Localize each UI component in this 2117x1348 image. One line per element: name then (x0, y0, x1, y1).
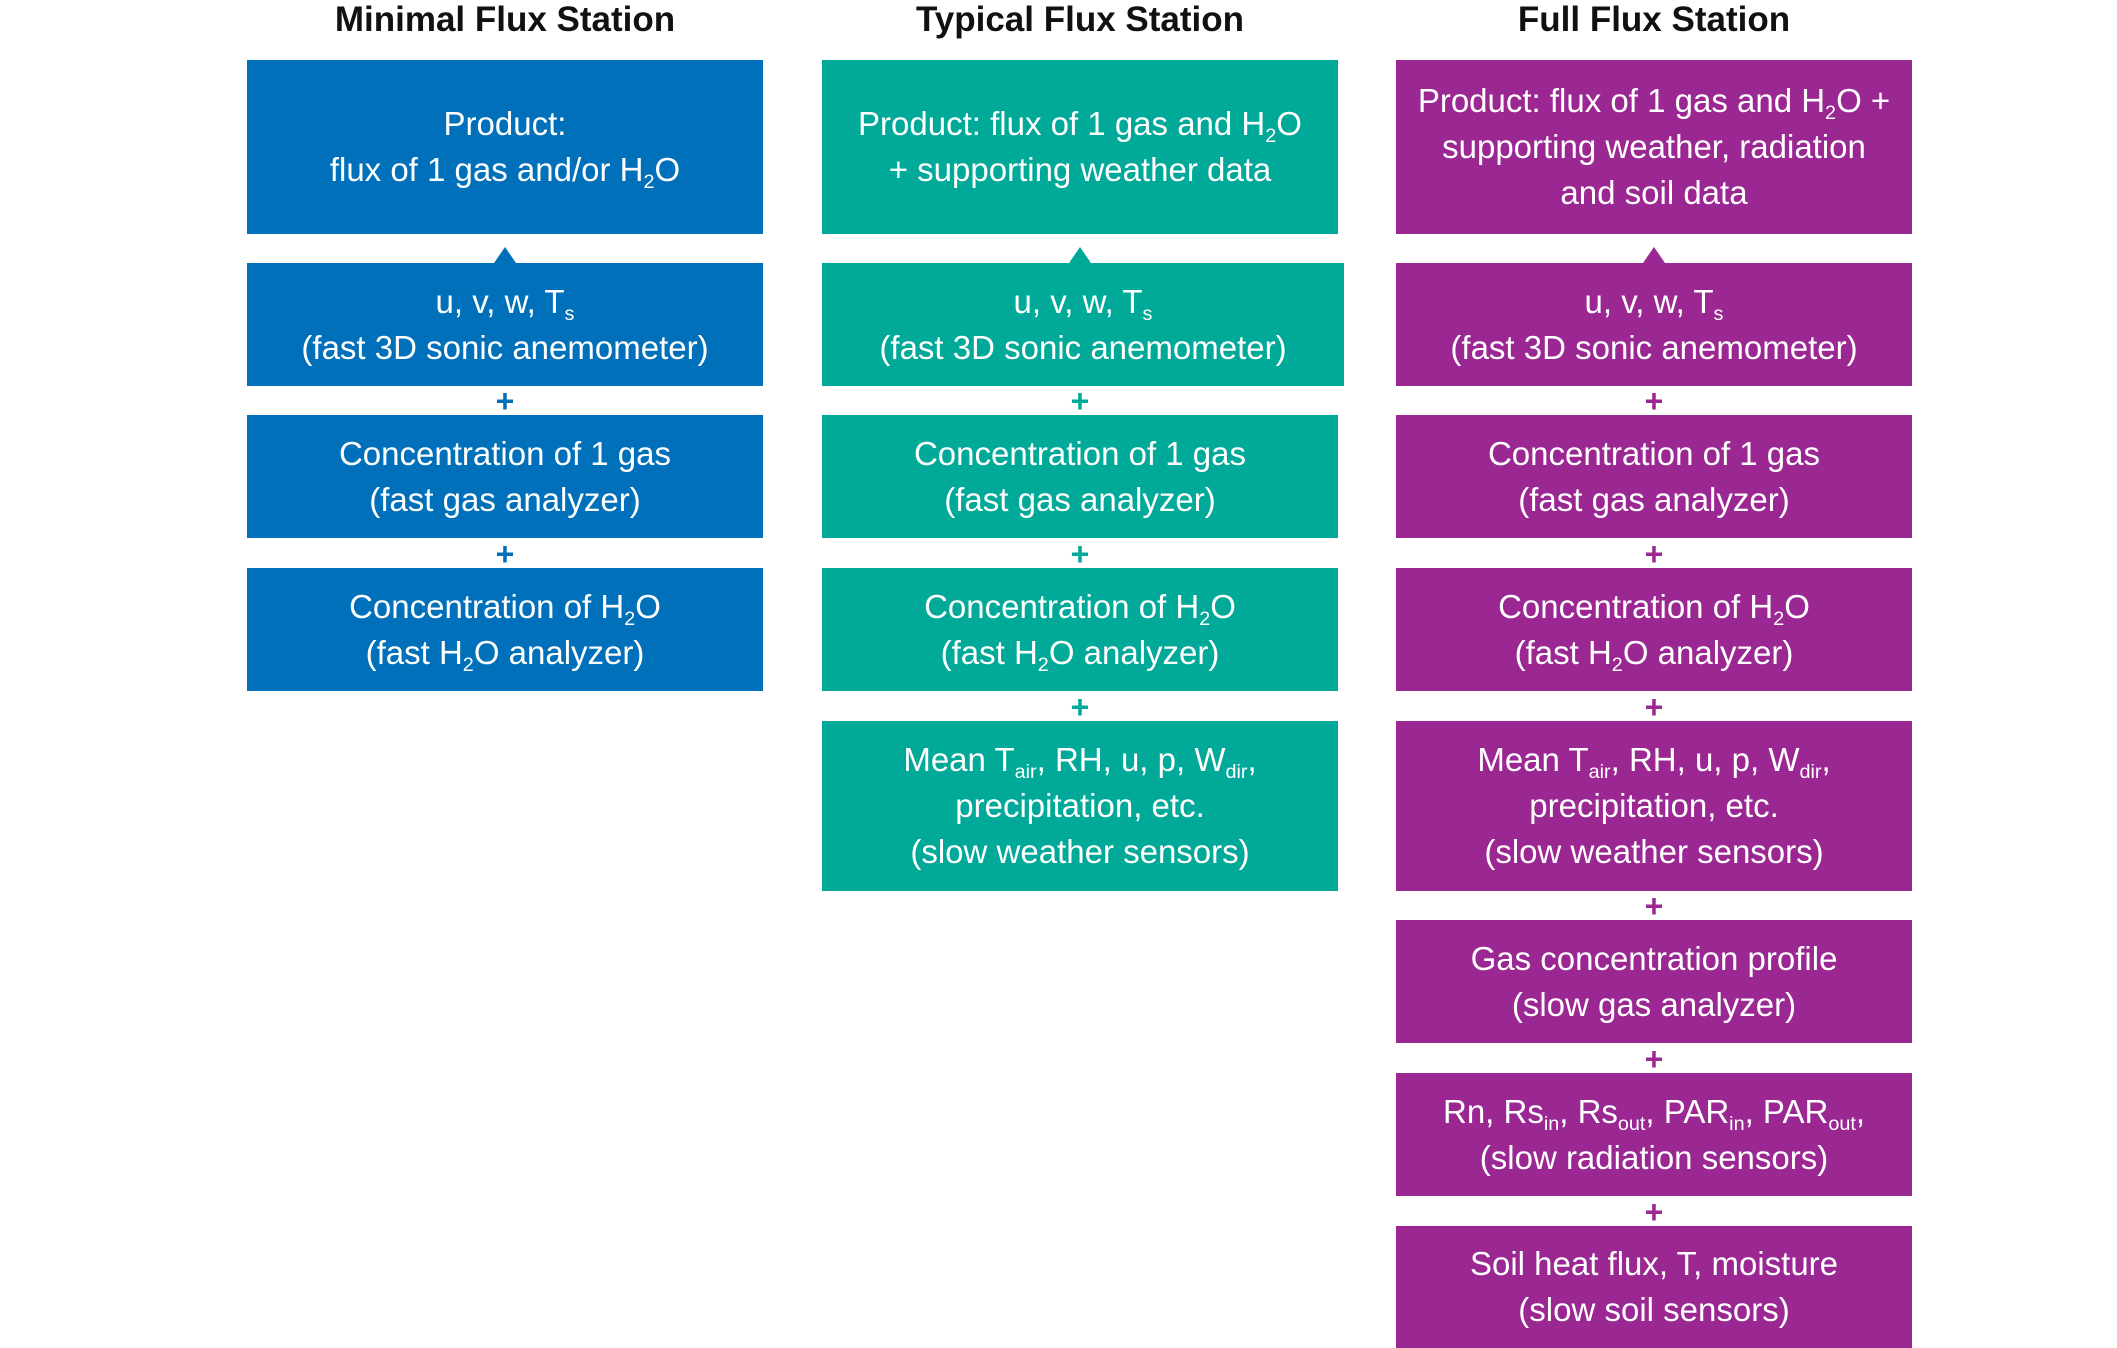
minimal-product-box: Product: flux of 1 gas and/or H2O (247, 60, 763, 234)
minimal-gas-box: Concentration of 1 gas (fast gas analyze… (247, 415, 763, 538)
plus-icon: + (1070, 689, 1090, 725)
profile-instrument: (slow gas analyzer) (1511, 985, 1797, 1023)
weather-instrument: (slow weather sensors) (1484, 833, 1824, 870)
minimal-h2o-box: Concentration of H2O (fast H2O analyzer) (247, 568, 763, 691)
minimal-station-title: Minimal Flux Station (334, 0, 676, 39)
plus-icon: + (495, 536, 515, 572)
full-soil-box: Soil heat flux, T, moisture (slow soil s… (1396, 1226, 1912, 1348)
gas-measurement: Concentration of 1 gas (338, 434, 672, 472)
full-weather-box: Mean Tair, RH, u, p, Wdir, precipitation… (1396, 721, 1912, 891)
gas-measurement: Concentration of 1 gas (1487, 434, 1821, 472)
plus-icon: + (1070, 536, 1090, 572)
radiation-variables: Rn, Rsin, Rsout, PARin, PARout, (1442, 1092, 1865, 1135)
typical-product-box: Product: flux of 1 gas and H2O + support… (822, 60, 1338, 234)
sonic-instrument: (fast 3D sonic anemometer) (1450, 328, 1858, 366)
up-arrow-icon (494, 247, 516, 263)
plus-icon: + (1644, 1041, 1664, 1077)
full-sonic-box: u, v, w, Ts (fast 3D sonic anemometer) (1396, 263, 1912, 386)
weather-variables: Mean Tair, RH, u, p, Wdir, (903, 741, 1257, 783)
plus-icon: + (495, 383, 515, 419)
full-station-title: Full Flux Station (1517, 0, 1791, 39)
profile-measurement: Gas concentration profile (1470, 939, 1838, 977)
h2o-measurement: Concentration of H2O (924, 587, 1236, 630)
h2o-instrument: (fast H2O analyzer) (940, 633, 1220, 676)
plus-icon: + (1644, 1194, 1664, 1230)
sonic-variables: u, v, w, Ts (435, 282, 575, 325)
gas-instrument: (fast gas analyzer) (369, 480, 641, 518)
typical-sonic-box: u, v, w, Ts (fast 3D sonic anemometer) (822, 263, 1344, 386)
product-line-1: Product: (443, 105, 567, 142)
product-line-2: supporting weather, radiation (1442, 128, 1866, 165)
product-line-1: Product: flux of 1 gas and H2O (858, 105, 1302, 147)
h2o-instrument: (fast H2O analyzer) (365, 633, 645, 676)
typical-h2o-box: Concentration of H2O (fast H2O analyzer) (822, 568, 1338, 691)
product-line-2: flux of 1 gas and/or H2O (329, 151, 681, 193)
up-arrow-icon (1643, 247, 1665, 263)
full-profile-box: Gas concentration profile (slow gas anal… (1396, 920, 1912, 1043)
soil-measurement: Soil heat flux, T, moisture (1469, 1245, 1839, 1282)
gas-measurement: Concentration of 1 gas (913, 434, 1247, 472)
up-arrow-icon (1069, 247, 1091, 263)
h2o-measurement: Concentration of H2O (349, 587, 661, 630)
sonic-instrument: (fast 3D sonic anemometer) (879, 328, 1287, 366)
product-line-1: Product: flux of 1 gas and H2O + (1417, 82, 1891, 124)
weather-instrument: (slow weather sensors) (910, 833, 1250, 870)
h2o-measurement: Concentration of H2O (1498, 587, 1810, 630)
full-product-box: Product: flux of 1 gas and H2O + support… (1396, 60, 1912, 234)
typical-gas-box: Concentration of 1 gas (fast gas analyze… (822, 415, 1338, 538)
weather-extra: precipitation, etc. (1529, 787, 1779, 824)
plus-icon: + (1644, 888, 1664, 924)
weather-variables: Mean Tair, RH, u, p, Wdir, (1477, 741, 1831, 783)
typical-station-title: Typical Flux Station (915, 0, 1244, 39)
typical-weather-box: Mean Tair, RH, u, p, Wdir, precipitation… (822, 721, 1338, 891)
full-radiation-box: Rn, Rsin, Rsout, PARin, PARout, (slow ra… (1396, 1073, 1912, 1196)
product-line-3: and soil data (1560, 174, 1748, 211)
radiation-instrument: (slow radiation sensors) (1479, 1138, 1829, 1176)
plus-icon: + (1644, 383, 1664, 419)
minimal-sonic-box: u, v, w, Ts (fast 3D sonic anemometer) (247, 263, 763, 386)
sonic-variables: u, v, w, Ts (1013, 282, 1153, 325)
weather-extra: precipitation, etc. (955, 787, 1205, 824)
product-line-2: + supporting weather data (888, 151, 1272, 188)
full-gas-box: Concentration of 1 gas (fast gas analyze… (1396, 415, 1912, 538)
sonic-instrument: (fast 3D sonic anemometer) (301, 328, 709, 366)
h2o-instrument: (fast H2O analyzer) (1514, 633, 1794, 676)
plus-icon: + (1644, 536, 1664, 572)
gas-instrument: (fast gas analyzer) (1518, 480, 1790, 518)
soil-instrument: (slow soil sensors) (1518, 1291, 1790, 1328)
gas-instrument: (fast gas analyzer) (944, 480, 1216, 518)
plus-icon: + (1644, 689, 1664, 725)
plus-icon: + (1070, 383, 1090, 419)
sonic-variables: u, v, w, Ts (1584, 282, 1724, 325)
full-h2o-box: Concentration of H2O (fast H2O analyzer) (1396, 568, 1912, 691)
